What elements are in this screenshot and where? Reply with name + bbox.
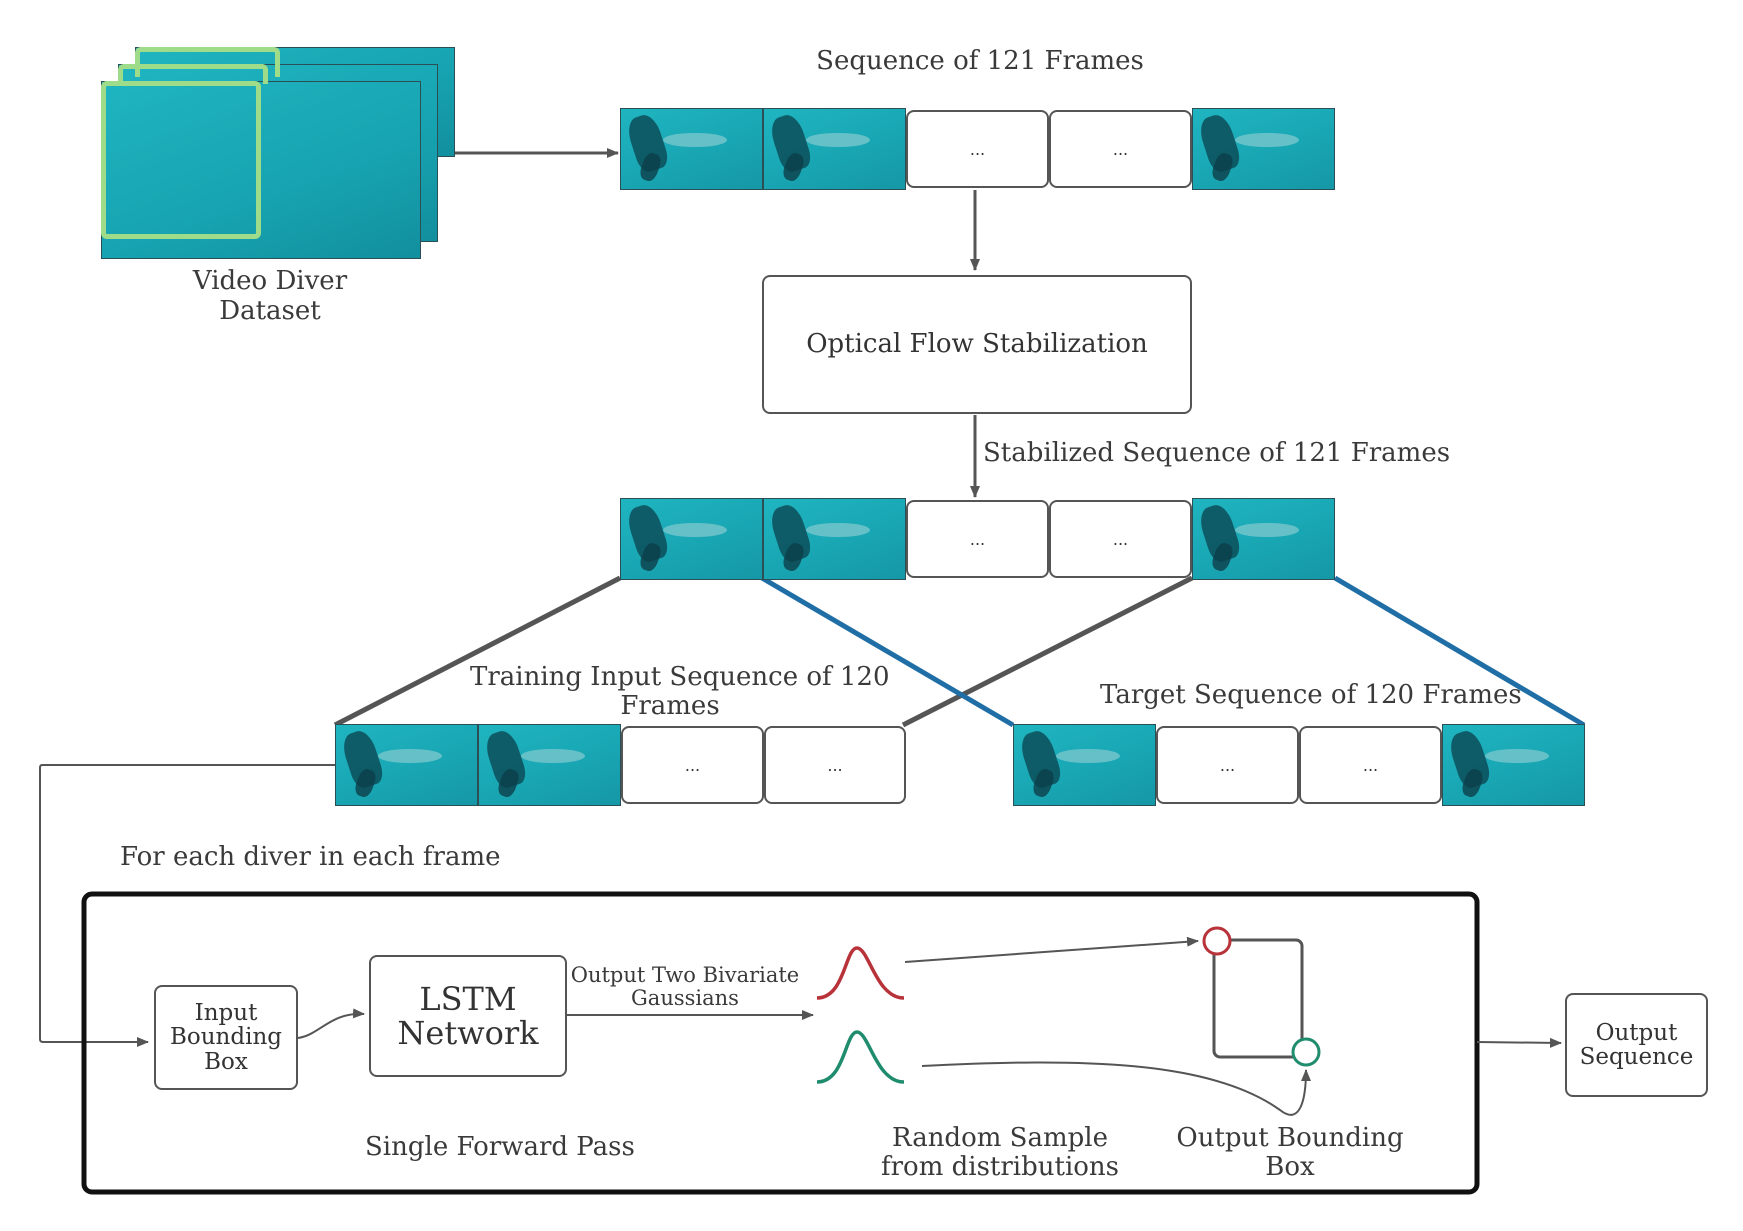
- split-line-target-right: [1333, 575, 1586, 728]
- stabilized-frame-last: [1192, 498, 1335, 580]
- target-frame-1: [1013, 724, 1156, 806]
- training-ellipsis-2: ...: [764, 726, 906, 804]
- target-title: Target Sequence of 120 Frames: [1100, 680, 1522, 710]
- green-corner-point-icon: [1291, 1037, 1321, 1067]
- training-frame-1: [335, 724, 478, 806]
- random-sample-label: Random Sample from distributions: [880, 1123, 1119, 1182]
- sequence-ellipsis-1: ...: [906, 110, 1049, 188]
- target-frame-last: [1442, 724, 1585, 806]
- arrow-green-to-corner: [921, 1061, 1311, 1116]
- arrow-training-to-input: [39, 764, 335, 1047]
- output-sequence-box: Output Sequence: [1565, 993, 1708, 1097]
- gaussians-label: Output Two Bivariate Gaussians: [570, 963, 800, 1010]
- forward-pass-label: Single Forward Pass: [365, 1132, 635, 1162]
- stabilized-ellipsis-1: ...: [906, 500, 1049, 578]
- dataset-highlight-box: [101, 81, 261, 239]
- sequence-frame-last: [1192, 108, 1335, 190]
- stabilized-ellipsis-2: ...: [1049, 500, 1192, 578]
- split-line-training-left: [333, 575, 622, 728]
- stabilization-label: Optical Flow Stabilization: [806, 328, 1148, 359]
- dataset-frame-front: [101, 81, 421, 259]
- lstm-network-box: LSTM Network: [369, 955, 567, 1077]
- output-bounding-box-shape: [1212, 938, 1304, 1059]
- dataset-highlight-box-back: [135, 47, 280, 77]
- target-ellipsis-1: ...: [1156, 726, 1299, 804]
- training-frame-2: [478, 724, 621, 806]
- split-line-target-left: [760, 575, 1015, 728]
- green-distribution-icon: [816, 1030, 905, 1084]
- red-corner-point-icon: [1202, 926, 1232, 956]
- split-line-training-right: [901, 575, 1194, 728]
- sequence-title: Sequence of 121 Frames: [816, 46, 1144, 76]
- target-ellipsis-2: ...: [1299, 726, 1442, 804]
- sequence-ellipsis-2: ...: [1049, 110, 1192, 188]
- stabilization-box: Optical Flow Stabilization: [762, 275, 1192, 414]
- dataset-label: Video Diver Dataset: [192, 266, 348, 326]
- output-bounding-box-label: Output Bounding Box: [1176, 1123, 1404, 1182]
- stabilized-title: Stabilized Sequence of 121 Frames: [983, 438, 1451, 468]
- sequence-frame-2: [763, 108, 906, 190]
- sequence-frame-1: [620, 108, 763, 190]
- stabilized-frame-1: [620, 498, 763, 580]
- stabilized-frame-2: [763, 498, 906, 580]
- input-bounding-box: Input Bounding Box: [154, 985, 298, 1090]
- arrow-red-to-corner: [904, 936, 1199, 963]
- per-diver-label: For each diver in each frame: [120, 842, 501, 872]
- training-title: Training Input Sequence of 120 Frames: [470, 662, 890, 721]
- arrow-to-output-sequence: [1476, 1037, 1562, 1048]
- red-distribution-icon: [816, 946, 905, 1000]
- arrow-input-to-lstm: [297, 1008, 365, 1039]
- training-ellipsis-1: ...: [621, 726, 764, 804]
- dataset-highlight-box-mid: [118, 64, 268, 84]
